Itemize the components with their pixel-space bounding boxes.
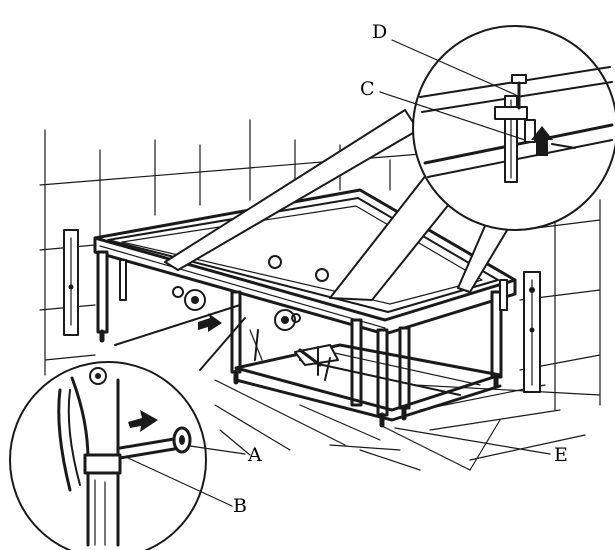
callout-label-a: A — [247, 444, 262, 466]
callout-leaders — [127, 39, 551, 507]
direction-arrow-icon — [198, 313, 222, 332]
floor-tiles — [214, 379, 601, 471]
detail-circle-top — [164, 25, 615, 301]
callout-label-e: E — [554, 444, 568, 466]
callout-label-b: B — [233, 495, 247, 517]
left-wall-bracket — [63, 229, 79, 336]
callout-label-d: D — [372, 21, 387, 43]
detail-circle-bottom — [9, 361, 207, 550]
right-wall-bracket — [523, 271, 541, 393]
base-frame-rails — [234, 343, 502, 422]
detail-leader-bottom — [114, 304, 246, 371]
tub-rim — [93, 188, 517, 336]
pump-assembly — [249, 329, 339, 381]
callout-label-c: C — [360, 78, 375, 100]
